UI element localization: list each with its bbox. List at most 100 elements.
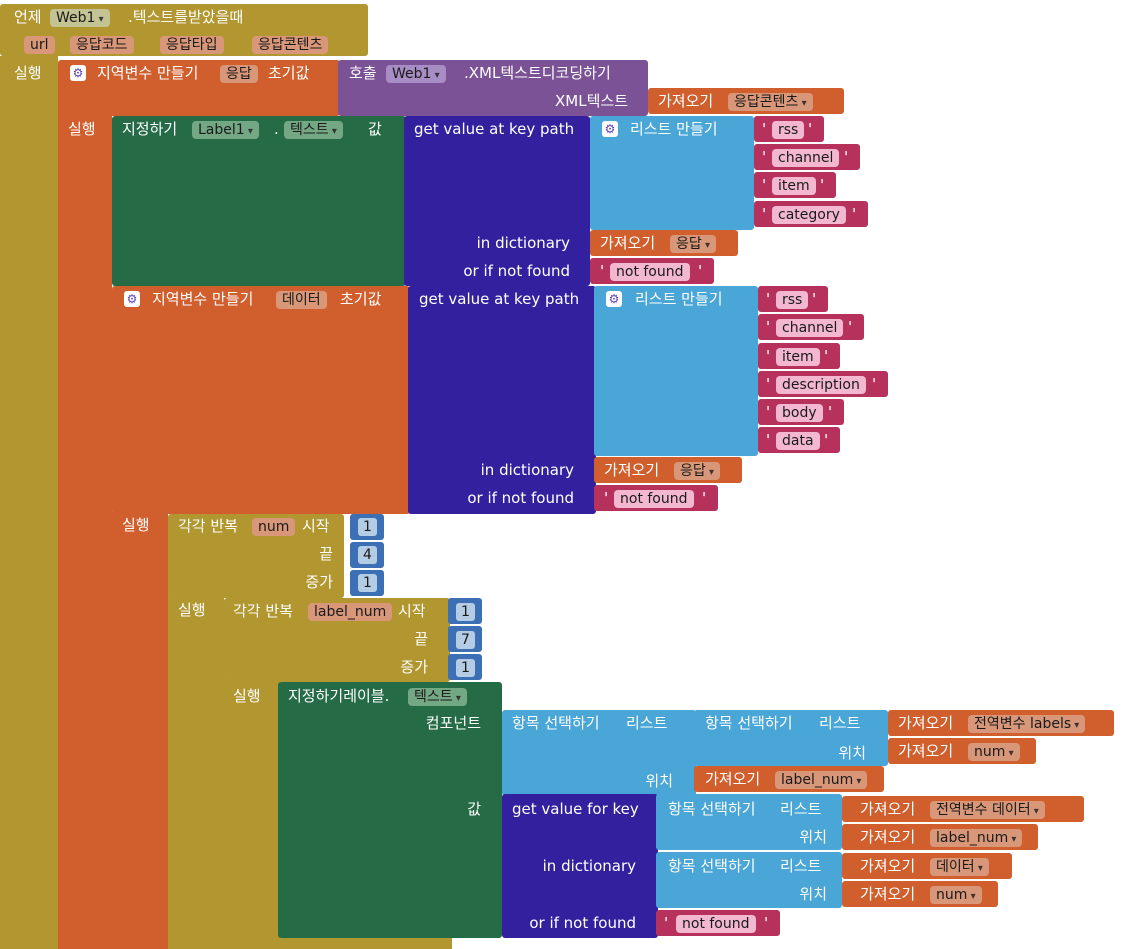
text-value[interactable]: description (776, 376, 866, 394)
quote-mark: ' (812, 290, 817, 308)
get-value-at-key-path-block[interactable] (404, 116, 590, 286)
get-variable-dropdown[interactable]: 응답 (674, 462, 720, 480)
mutator-gear-icon[interactable]: ⚙ (606, 291, 622, 307)
event-component-dropdown[interactable]: Web1 (50, 9, 110, 27)
param-response-content[interactable]: 응답콘텐츠 (252, 36, 329, 54)
text-value[interactable]: not found (676, 915, 756, 933)
loop-variable-label-num[interactable]: label_num (308, 603, 393, 621)
quote-mark: ' (604, 489, 609, 507)
call-label: 호출 (349, 64, 377, 82)
text-value[interactable]: item (772, 177, 816, 195)
text-value[interactable]: not found (614, 490, 694, 508)
loop-do-label: 실행 (233, 687, 261, 705)
setter-component-dropdown[interactable]: Label1 (192, 121, 259, 139)
loop-do-label: 실행 (178, 601, 206, 619)
get-variable-dropdown[interactable]: label_num (930, 829, 1023, 847)
quote-mark: ' (762, 205, 767, 223)
make-list-label: 리스트 만들기 (630, 120, 718, 138)
mutator-gear-icon[interactable]: ⚙ (70, 65, 86, 81)
gvk-in-dictionary-label: in dictionary (542, 857, 636, 875)
get-variable-dropdown[interactable]: num (930, 886, 982, 904)
number-step[interactable]: 1 (456, 659, 475, 677)
gvkp-or-not-found-label: or if not found (467, 489, 574, 507)
select-label: 항목 선택하기 (668, 857, 756, 875)
select-index-label: 위치 (645, 772, 673, 790)
text-value[interactable]: category (772, 206, 846, 224)
gvkp-in-dictionary-label: in dictionary (476, 234, 570, 252)
event-name: .텍스트를받았을때 (128, 8, 244, 26)
loop-end-label: 끝 (414, 630, 428, 648)
get-variable-dropdown[interactable]: label_num (775, 771, 868, 789)
text-value[interactable]: data (776, 432, 820, 450)
local-data-do-label: 실행 (122, 516, 150, 534)
mutator-gear-icon[interactable]: ⚙ (124, 291, 140, 307)
select-label: 항목 선택하기 (512, 714, 600, 732)
set-label1-text-block[interactable] (112, 116, 406, 286)
quote-mark: ' (600, 262, 605, 280)
text-value[interactable]: channel (776, 319, 844, 337)
loop-step-label: 증가 (305, 573, 333, 591)
get-variable-dropdown[interactable]: 전역변수 labels (968, 715, 1086, 733)
call-component-dropdown[interactable]: Web1 (386, 65, 446, 83)
setter-dot: . (274, 120, 279, 138)
quote-mark: ' (762, 148, 767, 166)
select-list-item-block[interactable] (656, 852, 842, 908)
quote-mark: ' (848, 318, 853, 336)
make-list-block[interactable] (594, 286, 758, 456)
loop-variable-num[interactable]: num (252, 518, 296, 536)
number-end[interactable]: 4 (358, 546, 377, 564)
local-var-name-response[interactable]: 응답 (220, 65, 258, 83)
get-variable-dropdown[interactable]: 응답 (670, 235, 716, 253)
quote-mark: ' (820, 176, 825, 194)
setter-label: 지정하기 (122, 120, 178, 138)
local-var-do-label: 실행 (68, 120, 96, 138)
quote-mark: ' (698, 262, 703, 280)
get-variable-dropdown[interactable]: 전역변수 데이터 (930, 801, 1045, 819)
local-var-response-block[interactable] (58, 60, 340, 116)
get-value-for-key-block[interactable] (502, 794, 658, 938)
get-variable-dropdown[interactable]: 데이터 (930, 858, 989, 876)
number-step[interactable]: 1 (358, 574, 377, 592)
local-var-data-block[interactable] (112, 286, 410, 514)
select-list-label: 리스트 (626, 714, 668, 732)
text-value[interactable]: not found (610, 263, 690, 281)
text-value[interactable]: rss (772, 121, 805, 139)
select-list-item-block[interactable] (502, 710, 696, 796)
gvkp-label: get value at key path (419, 290, 580, 308)
select-list-label: 리스트 (780, 800, 822, 818)
param-url[interactable]: url (24, 36, 55, 54)
call-method-name: .XML텍스트디코딩하기 (464, 64, 611, 82)
select-list-item-block[interactable] (656, 794, 842, 850)
number-end[interactable]: 7 (456, 631, 475, 649)
number-start[interactable]: 1 (456, 603, 475, 621)
number-start[interactable]: 1 (358, 518, 377, 536)
get-variable-dropdown[interactable]: num (968, 743, 1020, 761)
quote-mark: ' (766, 290, 771, 308)
setter-property-dropdown[interactable]: 텍스트 (284, 121, 343, 139)
text-value[interactable]: body (776, 404, 823, 422)
gvkp-in-dictionary-label: in dictionary (480, 461, 574, 479)
select-label: 항목 선택하기 (705, 714, 793, 732)
select-list-item-block[interactable] (694, 710, 888, 766)
local-var-name-data[interactable]: 데이터 (276, 291, 327, 309)
select-index-label: 위치 (799, 828, 827, 846)
get-value-at-key-path-block[interactable] (408, 286, 596, 514)
text-value[interactable]: item (776, 348, 820, 366)
get-response-content-dropdown[interactable]: 응답콘텐츠 (728, 93, 813, 111)
get-label: 가져오기 (860, 857, 916, 875)
quote-mark: ' (852, 205, 857, 223)
text-value[interactable]: channel (772, 149, 840, 167)
select-list-label: 리스트 (780, 857, 822, 875)
mutator-gear-icon[interactable]: ⚙ (602, 121, 618, 137)
quote-mark: ' (872, 375, 877, 393)
param-response-type[interactable]: 응답타입 (160, 36, 224, 54)
gvkp-or-not-found-label: or if not found (463, 262, 570, 280)
quote-mark: ' (766, 403, 771, 421)
quote-mark: ' (844, 148, 849, 166)
local-var-response-do-rail (58, 112, 112, 949)
set-any-label-text-block[interactable] (278, 682, 502, 938)
make-list-label: 리스트 만들기 (635, 290, 723, 308)
set-label-property-dropdown[interactable]: 텍스트 (408, 688, 467, 706)
param-response-code[interactable]: 응답코드 (70, 36, 134, 54)
text-value[interactable]: rss (776, 291, 809, 309)
